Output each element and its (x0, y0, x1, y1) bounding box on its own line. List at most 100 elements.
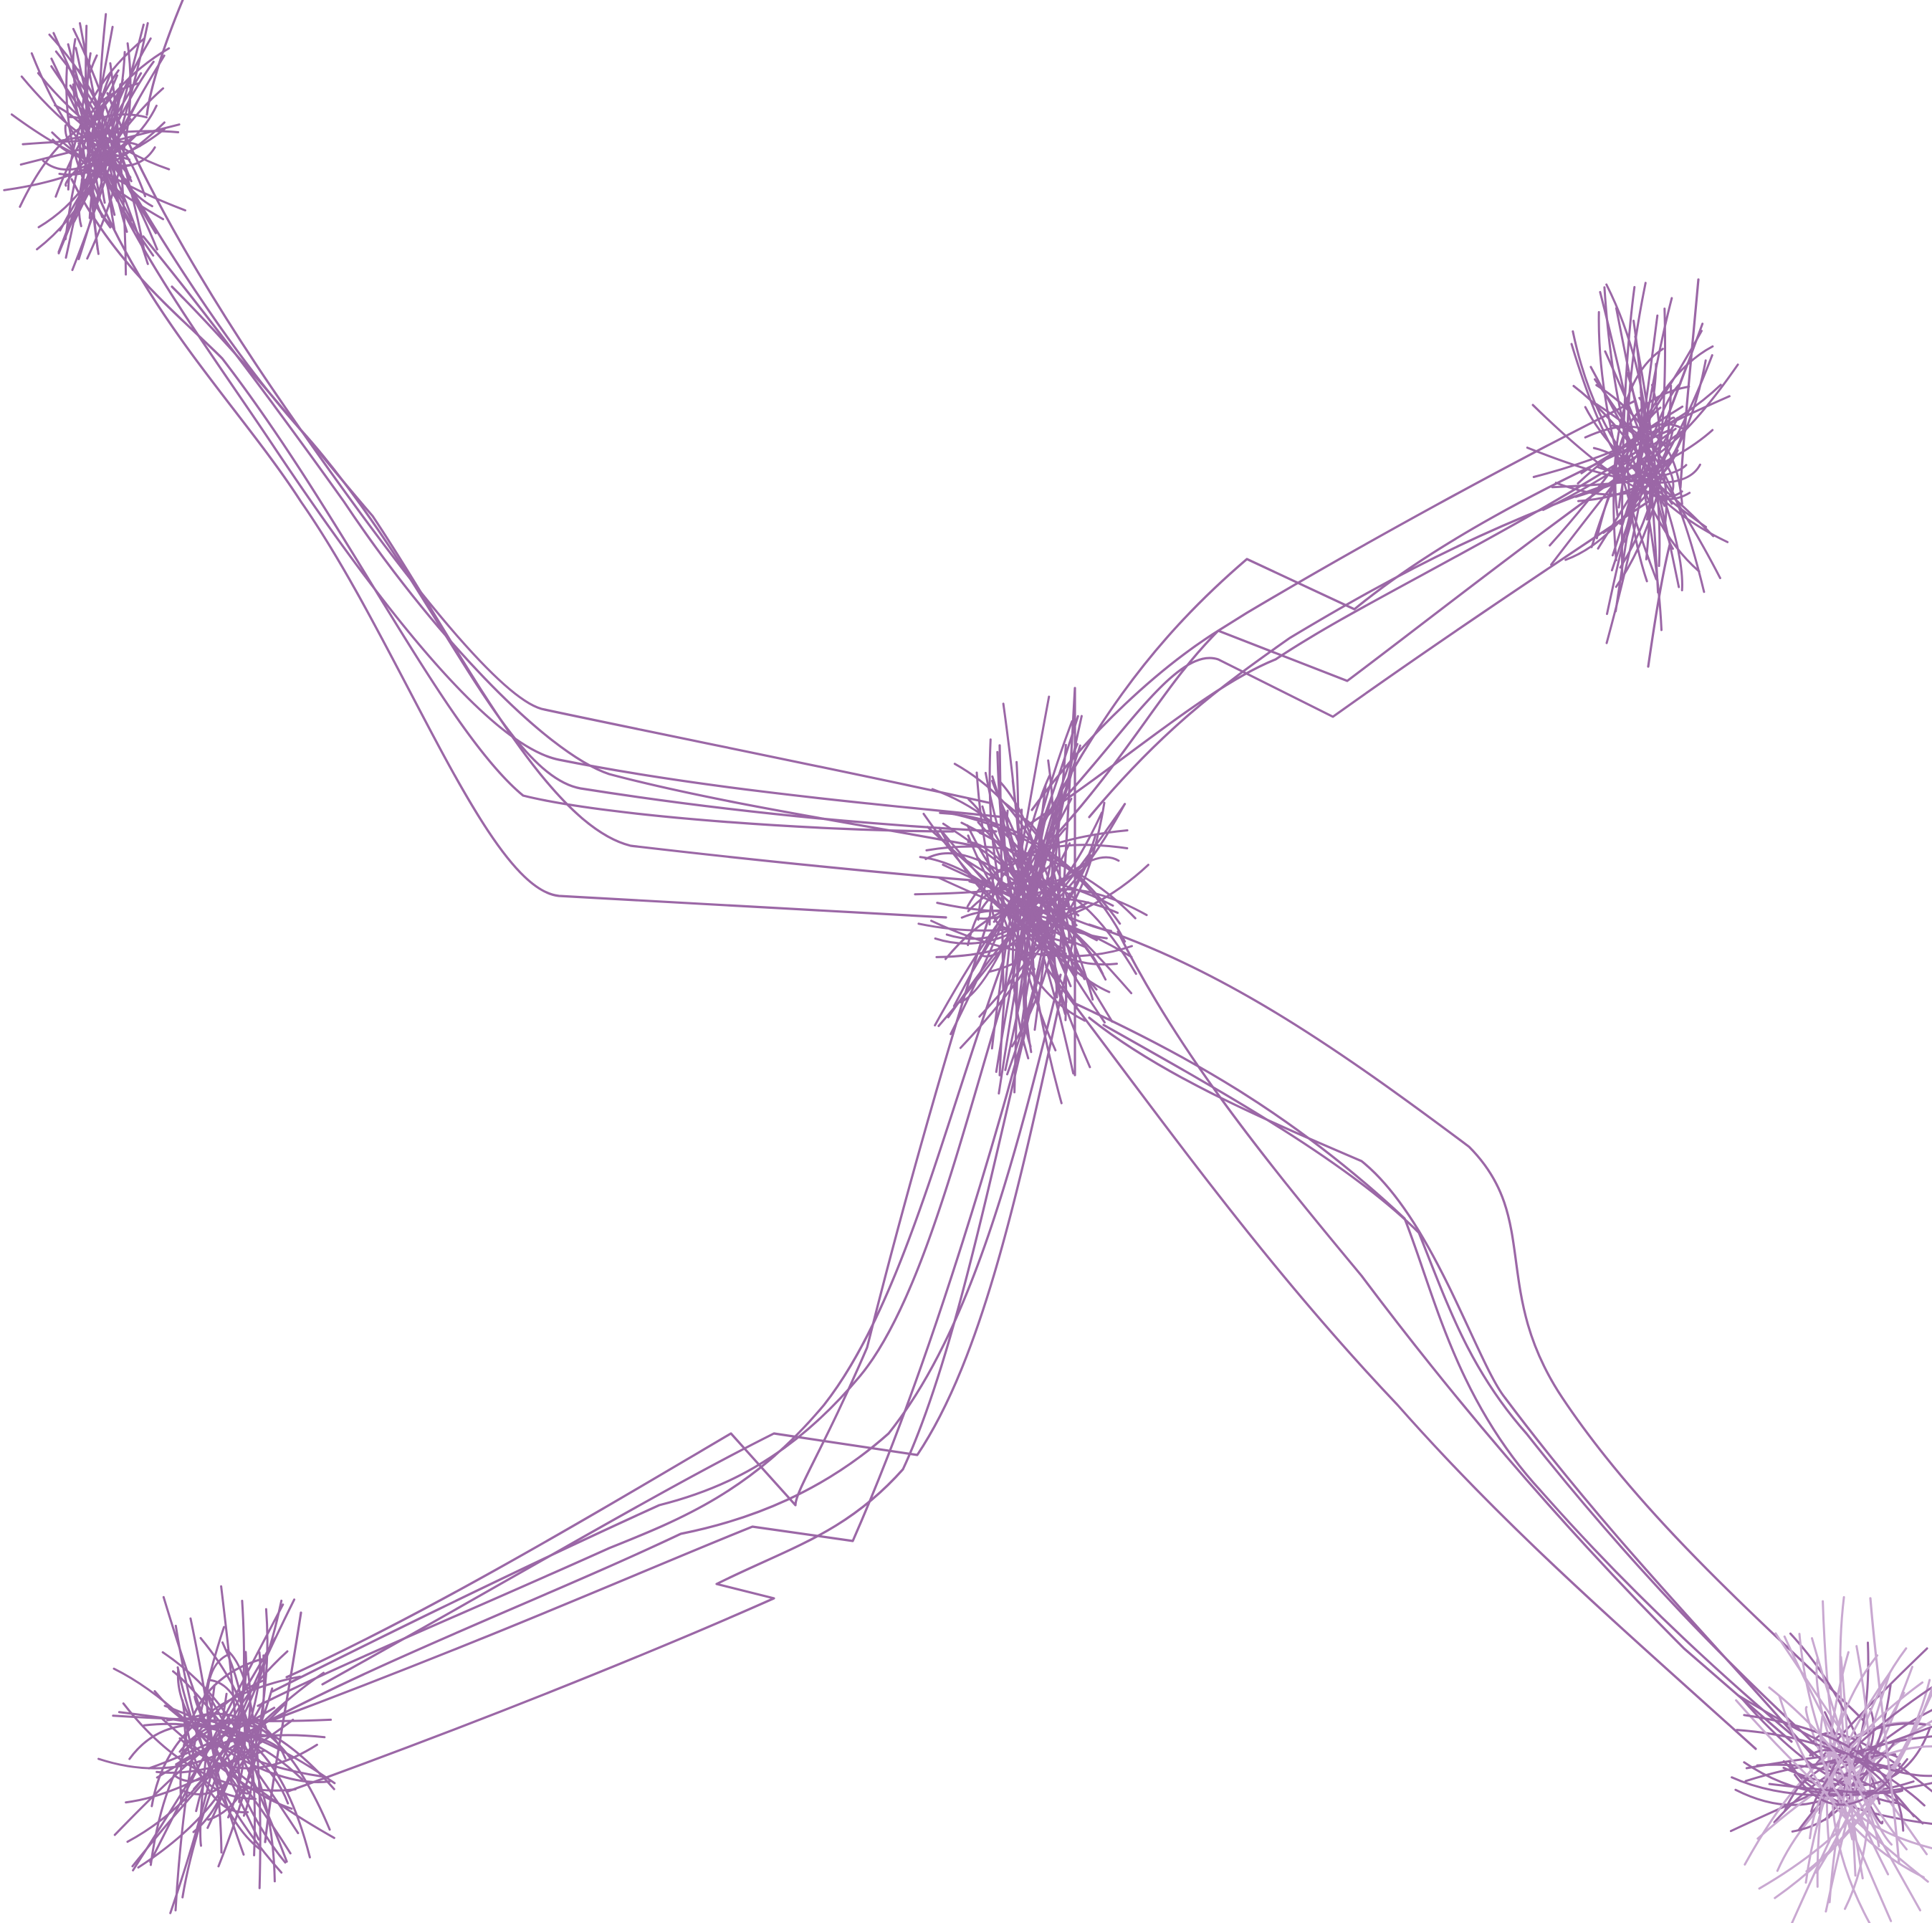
cluster-bottom-left-stroke-43 (132, 1636, 277, 1871)
bundle-curve-18 (285, 916, 990, 1679)
cluster-top-right-stroke-23 (1590, 345, 1714, 548)
cluster-top-right-stroke-38 (1526, 447, 1701, 484)
cluster-bottom-left-stroke-51 (176, 1666, 283, 1874)
cluster-center-stroke-61 (967, 879, 1114, 947)
bottom-right-spike (1869, 1597, 1900, 1865)
cluster-top-left-stroke-26 (77, 74, 118, 227)
top-right-spike (1679, 278, 1700, 489)
cluster-bottom-left-stroke-60 (169, 1692, 228, 1914)
bundle-curve-20 (285, 1002, 1033, 1793)
cluster-top-left-stroke-53 (80, 72, 143, 183)
bundle-curve-4 (70, 178, 955, 833)
cluster-center-stroke-69 (1013, 720, 1073, 975)
cluster-bottom-right-stroke-29 (1741, 1697, 1898, 1805)
cluster-bottom-right-stroke-13 (1789, 1632, 1881, 1805)
bundle-curve-8 (1030, 400, 1635, 811)
cluster-bottom-right-stroke-35 (1758, 1679, 1931, 1890)
cluster-top-left-stroke-55 (58, 130, 180, 143)
bundle-curve-7 (171, 285, 990, 883)
cluster-bottom-right-stroke-59 (1819, 1714, 1932, 1850)
cluster-bottom-left-stroke-26 (149, 1603, 284, 1864)
top-right-spike-2 (1647, 543, 1671, 668)
cluster-top-left-stroke-54 (37, 51, 126, 229)
cluster-bottom-right-stroke-58 (1778, 1694, 1925, 1879)
bundle-curve-15 (257, 959, 1005, 1707)
cluster-top-left-stroke-57 (77, 68, 133, 183)
cluster-bottom-left-stroke-48 (173, 1702, 264, 1783)
cluster-top-left-stroke-33 (101, 98, 116, 231)
bundle-curve-21 (1088, 923, 1865, 1722)
cluster-bottom-left-stroke-18 (181, 1687, 274, 1795)
cluster-bottom-right-stroke-10 (1729, 1762, 1901, 1833)
center-spike-2 (998, 744, 1005, 991)
cluster-top-right-stroke-30 (1572, 330, 1729, 543)
cluster-bottom-left-stroke-55 (226, 1649, 262, 1889)
cluster-center-stroke-60 (950, 715, 1079, 1036)
top-left-spike (145, 0, 184, 116)
bundle-curve-3 (124, 178, 998, 833)
cluster-center-stroke-21 (972, 798, 1073, 972)
cluster-top-left-stroke-56 (65, 65, 112, 229)
cluster-bottom-right-stroke-51 (1840, 1656, 1857, 1877)
cluster-center-stroke-88 (995, 743, 1079, 1073)
cluster-bottom-right-stroke-46 (1731, 1776, 1932, 1797)
bundle-curve-26 (1102, 1023, 1822, 1750)
cluster-bottom-left-stroke-32 (137, 1663, 252, 1869)
cluster-bottom-left-stroke-39 (122, 1702, 297, 1792)
cluster-bottom-left-stroke-54 (113, 1667, 292, 1855)
cluster-top-left-stroke-50 (97, 13, 107, 204)
bundle-curve-22 (1073, 1002, 1836, 1772)
cluster-top-right-stroke-52 (1614, 385, 1690, 517)
cluster-top-right-stroke-50 (1597, 416, 1679, 550)
cluster-bottom-left-stroke-49 (206, 1654, 245, 1856)
cluster-center-stroke-86 (998, 854, 1061, 994)
cluster-center-stroke-49 (982, 803, 1127, 958)
cluster-bottom-right-stroke-41 (1816, 1654, 1879, 1888)
bundle-curve-13 (1088, 464, 1664, 819)
bundle-curve-25 (1045, 966, 1757, 1750)
cluster-top-left-stroke-59 (64, 118, 132, 187)
cluster-center-stroke-72 (953, 763, 1068, 1021)
bundle-curve-12 (1045, 500, 1650, 819)
cluster-top-left-stroke-58 (3, 105, 158, 191)
cluster-top-right-stroke-55 (1645, 307, 1667, 521)
cluster-bottom-right-stroke-55 (1809, 1681, 1924, 1840)
cluster-bottom-right-stroke-60 (1768, 1686, 1880, 1848)
cluster-top-left-stroke-44 (67, 37, 145, 191)
cluster-bottom-left-stroke-57 (185, 1712, 331, 1831)
cluster-top-right-stroke-43 (1594, 378, 1721, 580)
bundle-curve-17 (242, 973, 1062, 1736)
cluster-center-stroke-90 (1010, 824, 1061, 1048)
cluster-center-stroke-57 (978, 835, 1096, 1018)
cluster-bottom-left-stroke-53 (221, 1641, 247, 1819)
cluster-bottom-right-stroke-7 (1799, 1735, 1932, 1788)
cluster-bottom-left-stroke-35 (217, 1608, 269, 1868)
bottom-left-spike (264, 1611, 302, 1843)
cluster-bottom-right-stroke-52 (1828, 1647, 1908, 1904)
cluster-bottom-right-stroke-42 (1811, 1637, 1893, 1846)
cluster-top-left-stroke-52 (72, 38, 125, 203)
cluster-center-stroke-83 (975, 771, 1086, 1022)
cluster-top-right-stroke-54 (1624, 320, 1643, 543)
cluster-bottom-left-stroke-23 (118, 1711, 280, 1750)
cluster-bottom-left-stroke-56 (163, 1704, 290, 1805)
bundle-curve-6 (77, 142, 947, 919)
bundle-curve-1 (106, 92, 990, 804)
cluster-center-stroke-16 (977, 869, 1070, 921)
bundle-curve-11 (1023, 429, 1671, 862)
cluster-center-stroke-79 (939, 811, 1122, 925)
cluster-top-right-stroke-48 (1541, 427, 1677, 511)
node-clusters (3, 0, 1932, 1923)
cluster-bottom-left-stroke-40 (131, 1671, 325, 1868)
cluster-bottom-right-stroke-20 (1756, 1745, 1932, 1840)
cluster-center-stroke-36 (917, 864, 1149, 932)
bundle-curve-14 (271, 930, 1026, 1693)
bundle-curve-16 (271, 945, 1048, 1722)
bundle-curve-9 (1016, 443, 1650, 833)
cluster-bottom-left-stroke-9 (207, 1679, 256, 1856)
cluster-top-left-stroke-60 (19, 113, 148, 208)
bundle-curve-24 (1116, 930, 1793, 1743)
cluster-center-stroke-65 (914, 862, 1090, 896)
cluster-bottom-right-stroke-50 (1815, 1657, 1890, 1876)
